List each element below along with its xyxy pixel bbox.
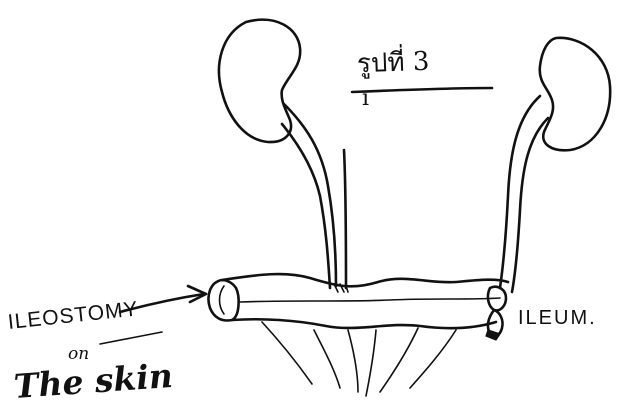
left-ureter-edge [344, 150, 346, 288]
mesentery-line-6 [410, 330, 456, 388]
right-kidney [540, 38, 610, 150]
closed-end-knot [486, 330, 500, 340]
ileum-top-edge [222, 274, 508, 286]
mesentery-line-4 [366, 330, 376, 396]
on-label: on [68, 346, 89, 363]
label-underline [100, 332, 162, 344]
figure-title: รูปที่ 3 [357, 49, 430, 78]
left-kidney [219, 20, 300, 142]
left-ureter-inner [282, 124, 330, 288]
ileum-bottom-edge [232, 319, 496, 328]
ileum-label: ILEUM. [518, 308, 597, 328]
mesentery-line-3 [348, 330, 358, 392]
mesentery-line-5 [380, 328, 418, 392]
right-ureter-inner [512, 118, 548, 292]
ileum-mid-contour [240, 298, 500, 302]
skin-label: The skin [13, 359, 174, 403]
mesentery-line-2 [314, 330, 340, 388]
figure-title-mark: ı [362, 88, 369, 110]
title-underline [352, 88, 492, 92]
stoma-rim [220, 286, 225, 314]
mesentery-line-1 [262, 322, 312, 384]
